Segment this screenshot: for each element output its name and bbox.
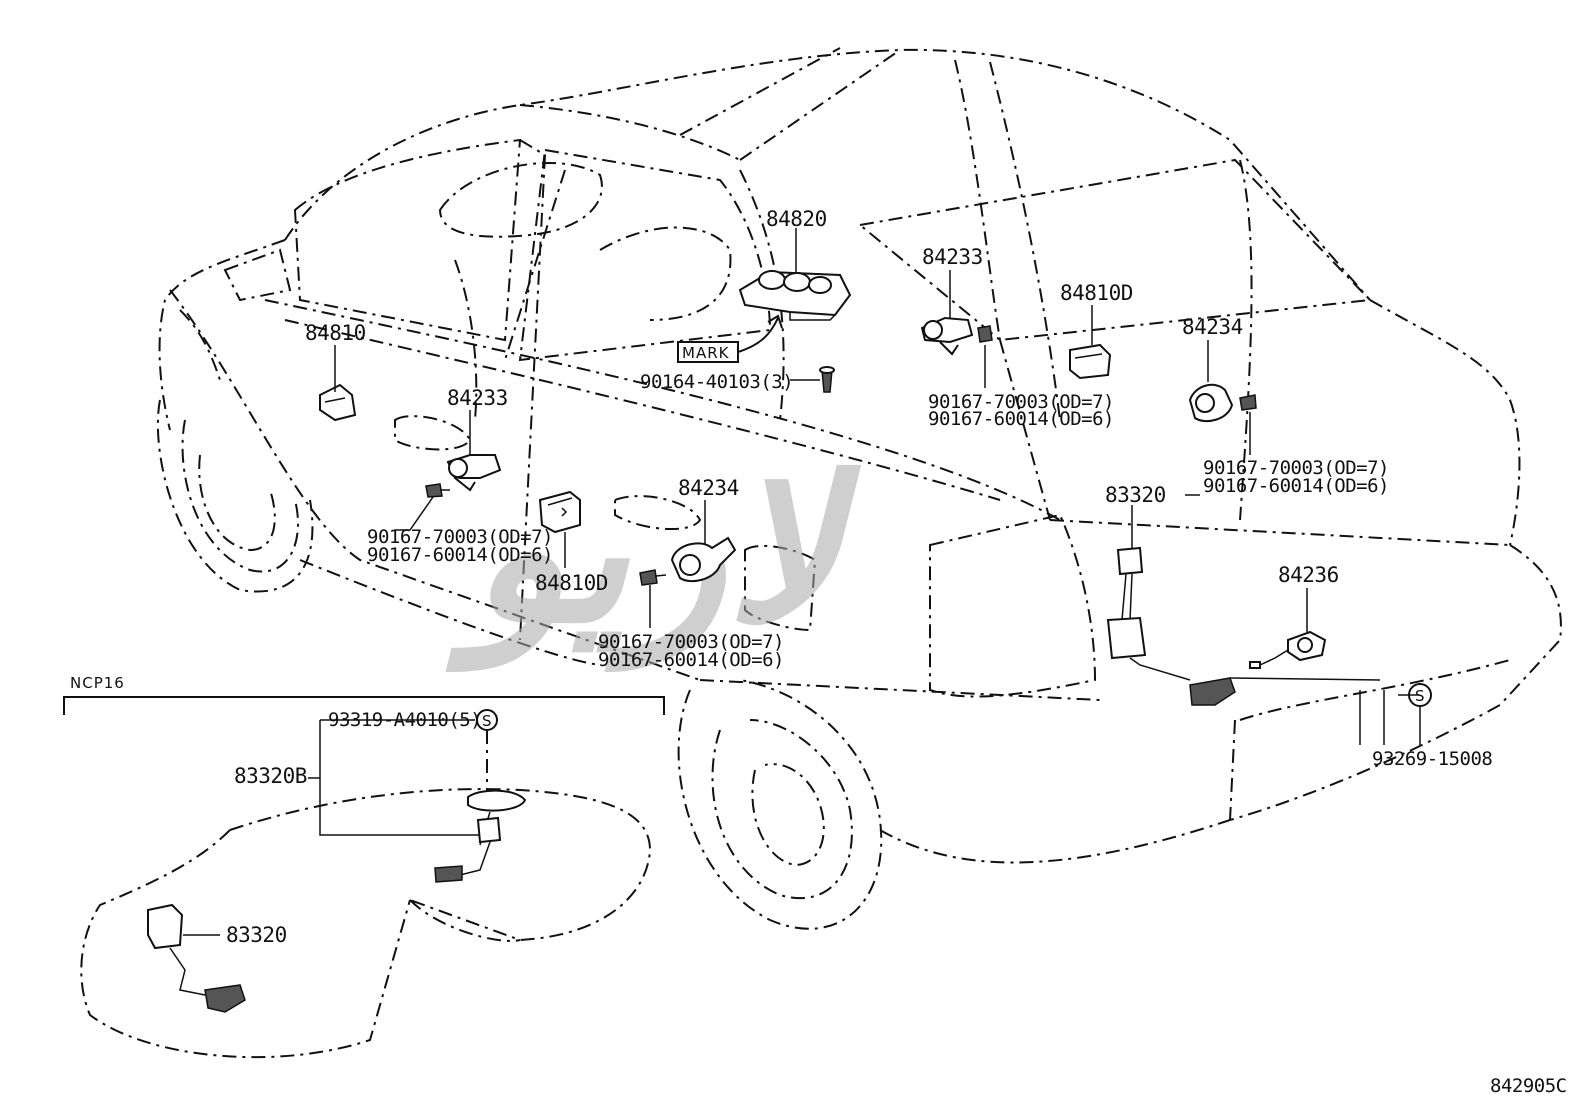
door-switch-84234-right xyxy=(1188,383,1234,423)
watermark-text: لاريو xyxy=(445,435,862,672)
inset-bracket xyxy=(63,696,665,715)
label-93269: 93269-15008 xyxy=(1372,748,1492,770)
inset-ncp16: NCP16 S 93319-A4010(5) 83320B 83320 xyxy=(63,674,665,1059)
master-switch-84820 xyxy=(738,270,852,321)
label-84236: 84236 xyxy=(1278,563,1339,587)
label-screw-rear-b: 90167-60014(OD=6) xyxy=(928,408,1114,430)
label-83320: 83320 xyxy=(1105,483,1166,507)
label-screw-mid-b: 90167-60014(OD=6) xyxy=(598,649,784,671)
diagram-id: 842905C xyxy=(1490,1075,1567,1097)
label-84234-right: 84234 xyxy=(1182,315,1243,339)
screw-90164 xyxy=(819,366,835,393)
s-symbol-inset: S xyxy=(482,712,493,730)
inset-label-gauge: 83320 xyxy=(226,923,287,947)
label-screw-right-a: 90167-70003(OD=7) xyxy=(1203,457,1389,479)
screw-rear xyxy=(977,325,993,343)
inset-label-screw: 93319-A4010(5) xyxy=(328,709,481,731)
label-84820: 84820 xyxy=(766,207,827,231)
label-screw-mid-a: 90167-70003(OD=7) xyxy=(598,631,784,653)
label-84810: 84810 xyxy=(305,321,366,345)
screw-mid xyxy=(639,569,667,586)
mark-arrow xyxy=(737,317,779,353)
label-90164: 90164-40103(3) xyxy=(640,371,793,393)
s-symbol-right: S xyxy=(1415,687,1426,705)
fuel-sender-83320 xyxy=(1106,546,1236,706)
label-screw-right-b: 90167-60014(OD=6) xyxy=(1203,475,1389,497)
label-84233-right: 84233 xyxy=(922,245,983,269)
switch-84810 xyxy=(319,383,357,422)
label-84810D-left: 84810D xyxy=(535,571,608,595)
inset-title: NCP16 xyxy=(70,674,125,692)
label-84234-mid: 84234 xyxy=(678,476,739,500)
label-screw-left-b: 90167-60014(OD=6) xyxy=(367,544,553,566)
part-labels: 84820 MARK 90164-40103(3) 84810 84233 90… xyxy=(305,207,1493,770)
mark-arrowhead xyxy=(767,314,783,329)
inset-label-sub-assy: 83320B xyxy=(234,764,307,788)
leader-lines xyxy=(334,228,1421,745)
s-symbol-circle-right xyxy=(1408,683,1432,707)
door-switch-84234-mid xyxy=(670,536,737,583)
screw-right xyxy=(1239,394,1257,411)
label-screw-left-a: 90167-70003(OD=7) xyxy=(367,526,553,548)
screw-left xyxy=(425,483,450,498)
label-mark: MARK xyxy=(682,344,730,362)
car-body-outline xyxy=(156,47,1562,930)
label-84233-left: 84233 xyxy=(447,386,508,410)
door-switch-84233-right xyxy=(920,316,974,356)
label-84810D-right: 84810D xyxy=(1060,281,1133,305)
switch-84236 xyxy=(1249,630,1327,669)
switch-84810D-left xyxy=(538,490,581,534)
label-screw-rear-a: 90167-70003(OD=7) xyxy=(928,391,1114,413)
mark-box xyxy=(677,341,739,363)
switch-84810D-right xyxy=(1069,343,1112,380)
